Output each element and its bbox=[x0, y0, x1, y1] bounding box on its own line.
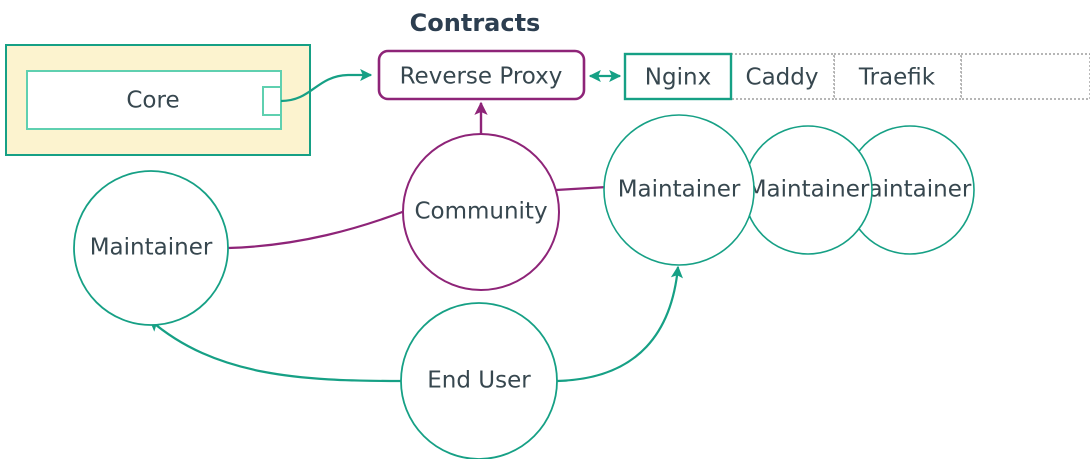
table-cell-caddy-label: Caddy bbox=[746, 65, 819, 91]
table-cell-caddy[interactable] bbox=[730, 53, 835, 100]
maintainer-2-node[interactable]: Maintainer bbox=[743, 125, 873, 255]
maintainer-1-circle[interactable] bbox=[603, 114, 755, 266]
maintainer-2-label: Maintainer bbox=[747, 177, 870, 203]
edge-end-user-to-maintainer-left bbox=[149, 319, 402, 383]
core-port-icon bbox=[262, 86, 282, 116]
edge-core-to-reverse-proxy bbox=[280, 68, 373, 103]
core-label: Core bbox=[126, 88, 179, 114]
table-cell-traefik[interactable] bbox=[833, 53, 962, 100]
reverse-proxy-node[interactable]: Reverse Proxy bbox=[377, 49, 586, 101]
community-node[interactable]: Community bbox=[402, 133, 560, 291]
edge-community-to-maintainer-1 bbox=[555, 185, 608, 192]
end-user-circle[interactable] bbox=[400, 302, 558, 459]
edge-community-to-maintainer-left bbox=[227, 209, 406, 250]
maintainer-left-node[interactable]: Maintainer bbox=[73, 170, 229, 326]
reverse-proxy-box[interactable] bbox=[377, 49, 586, 101]
table-cell-nginx-label: Nginx bbox=[645, 65, 711, 91]
end-user-node[interactable]: End User bbox=[400, 302, 558, 459]
table-cell-empty[interactable] bbox=[960, 53, 1090, 100]
end-user-label: End User bbox=[427, 368, 531, 394]
core-group[interactable]: Core bbox=[5, 44, 311, 156]
options-table[interactable]: Traefik Caddy Nginx bbox=[623, 52, 1090, 101]
maintainer-left-label: Maintainer bbox=[90, 235, 213, 261]
maintainer-1-node[interactable]: Maintainer bbox=[603, 114, 755, 266]
edge-end-user-to-maintainer-1 bbox=[556, 265, 683, 383]
reverse-proxy-label: Reverse Proxy bbox=[400, 64, 563, 90]
core-inner-box[interactable] bbox=[26, 70, 282, 130]
community-circle[interactable] bbox=[402, 133, 560, 291]
table-cell-nginx[interactable] bbox=[623, 52, 733, 101]
table-cell-traefik-label: Traefik bbox=[858, 65, 936, 91]
maintainer-1-label: Maintainer bbox=[618, 177, 741, 203]
community-label: Community bbox=[414, 199, 547, 225]
maintainer-left-circle[interactable] bbox=[73, 170, 229, 326]
page-title: Contracts bbox=[410, 9, 541, 37]
